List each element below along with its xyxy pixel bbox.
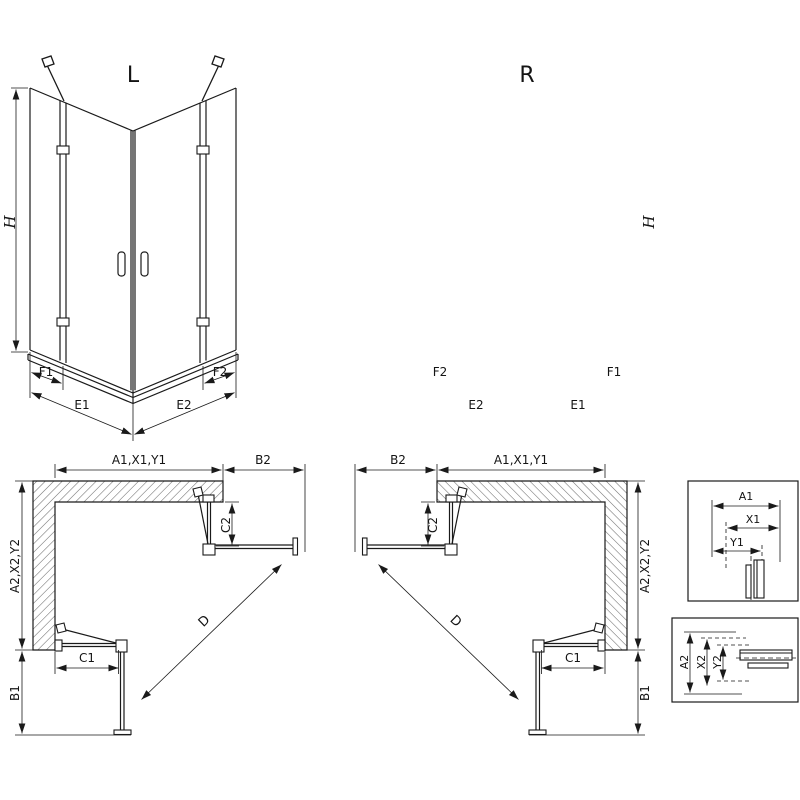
detail-box-width-profile: A1 X1 Y1 <box>687 480 799 602</box>
plan-art-left <box>15 464 305 735</box>
dim-f2-left: F2 <box>213 365 228 379</box>
detail-width-dims <box>711 500 781 574</box>
plan-view-right: B2 A1,X1,Y1 C2 A2,X2,Y2 C1 D B1 <box>355 453 652 735</box>
dim-c2-left: C2 <box>219 517 233 533</box>
detail-depth-profile-section <box>736 649 796 669</box>
dim-e2-left: E2 <box>176 398 191 412</box>
dim-depth-right: A2,X2,Y2 <box>638 539 652 593</box>
dim-e2-right: E2 <box>468 398 483 412</box>
variant-label-left: L <box>127 63 140 88</box>
perspective-art-left <box>11 56 238 441</box>
plan-art-right <box>355 464 645 735</box>
dim-b2-right: B2 <box>390 453 406 467</box>
height-dim-label-left: H <box>1 215 19 230</box>
dim-b1-left: B1 <box>8 685 22 701</box>
detail-x1-label: X1 <box>746 513 761 526</box>
dim-c1-left: C1 <box>79 651 95 665</box>
perspective-view-right: R H F2 E2 E1 F1 <box>433 63 658 412</box>
dim-e1-left: E1 <box>74 398 89 412</box>
dim-e1-right: E1 <box>570 398 585 412</box>
dim-diagonal-right: D <box>447 613 465 631</box>
dim-c1-right: C1 <box>565 651 581 665</box>
detail-y2-label: Y2 <box>711 655 724 670</box>
dim-width-left: A1,X1,Y1 <box>112 453 166 467</box>
detail-box-depth-profile: A2 X2 Y2 <box>671 617 799 703</box>
detail-width-profile-section <box>745 556 765 600</box>
height-dim-label-right: H <box>640 215 658 230</box>
detail-box-border-2 <box>671 617 799 703</box>
perspective-view-left: L H F1 E1 E2 F2 <box>1 56 238 441</box>
variant-label-right: R <box>519 63 534 88</box>
detail-depth-dims <box>684 631 750 695</box>
dim-diagonal-left: D <box>196 613 214 631</box>
dim-f2-right: F2 <box>433 365 448 379</box>
detail-a2-label: A2 <box>678 655 691 670</box>
dim-width-right: A1,X1,Y1 <box>494 453 548 467</box>
detail-x2-label: X2 <box>695 655 708 670</box>
dim-depth-left: A2,X2,Y2 <box>8 539 22 593</box>
dim-b2-left: B2 <box>255 453 271 467</box>
dim-f1-left: F1 <box>39 365 54 379</box>
detail-y1-label: Y1 <box>729 536 744 549</box>
plan-view-left: A1,X1,Y1 B2 C2 A2,X2,Y2 C1 D B1 <box>8 453 305 735</box>
dim-b1-right: B1 <box>638 685 652 701</box>
detail-box-border <box>687 480 799 602</box>
detail-a1-label: A1 <box>739 490 754 503</box>
dim-c2-right: C2 <box>426 517 440 533</box>
dim-f1-right: F1 <box>607 365 622 379</box>
